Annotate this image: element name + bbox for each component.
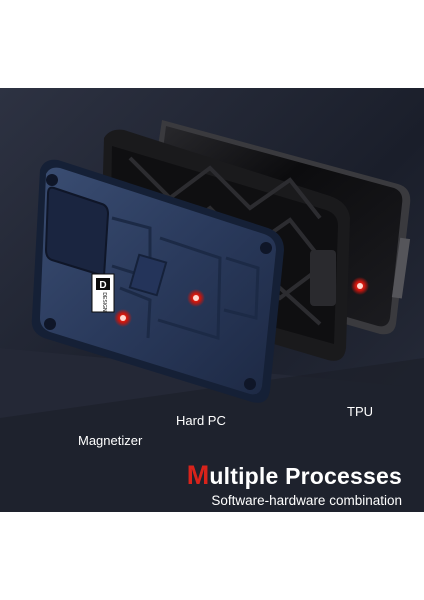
headline-subtitle: Software-hardware combination: [211, 493, 402, 508]
product-photo: D DESIGN Magnetizer Hard PC TPU: [0, 88, 424, 512]
headline-title-rest: ultiple Processes: [209, 463, 402, 489]
headline-first-letter: M: [186, 460, 210, 490]
brand-badge: D DESIGN: [91, 273, 115, 313]
brand-text: DESIGN: [101, 292, 107, 312]
callout-tpu: TPU: [347, 404, 373, 419]
hard-pc-case: [31, 159, 284, 403]
headline-title: Multiple Processes: [0, 460, 402, 491]
brand-mark: D: [99, 280, 106, 291]
callout-hard-pc: Hard PC: [176, 413, 226, 428]
phone-case-illustration: D DESIGN: [0, 88, 424, 512]
headline: Multiple Processes Software-hardware com…: [0, 460, 424, 508]
callout-markers: [114, 277, 369, 428]
callout-magnetizer: Magnetizer: [78, 433, 143, 448]
